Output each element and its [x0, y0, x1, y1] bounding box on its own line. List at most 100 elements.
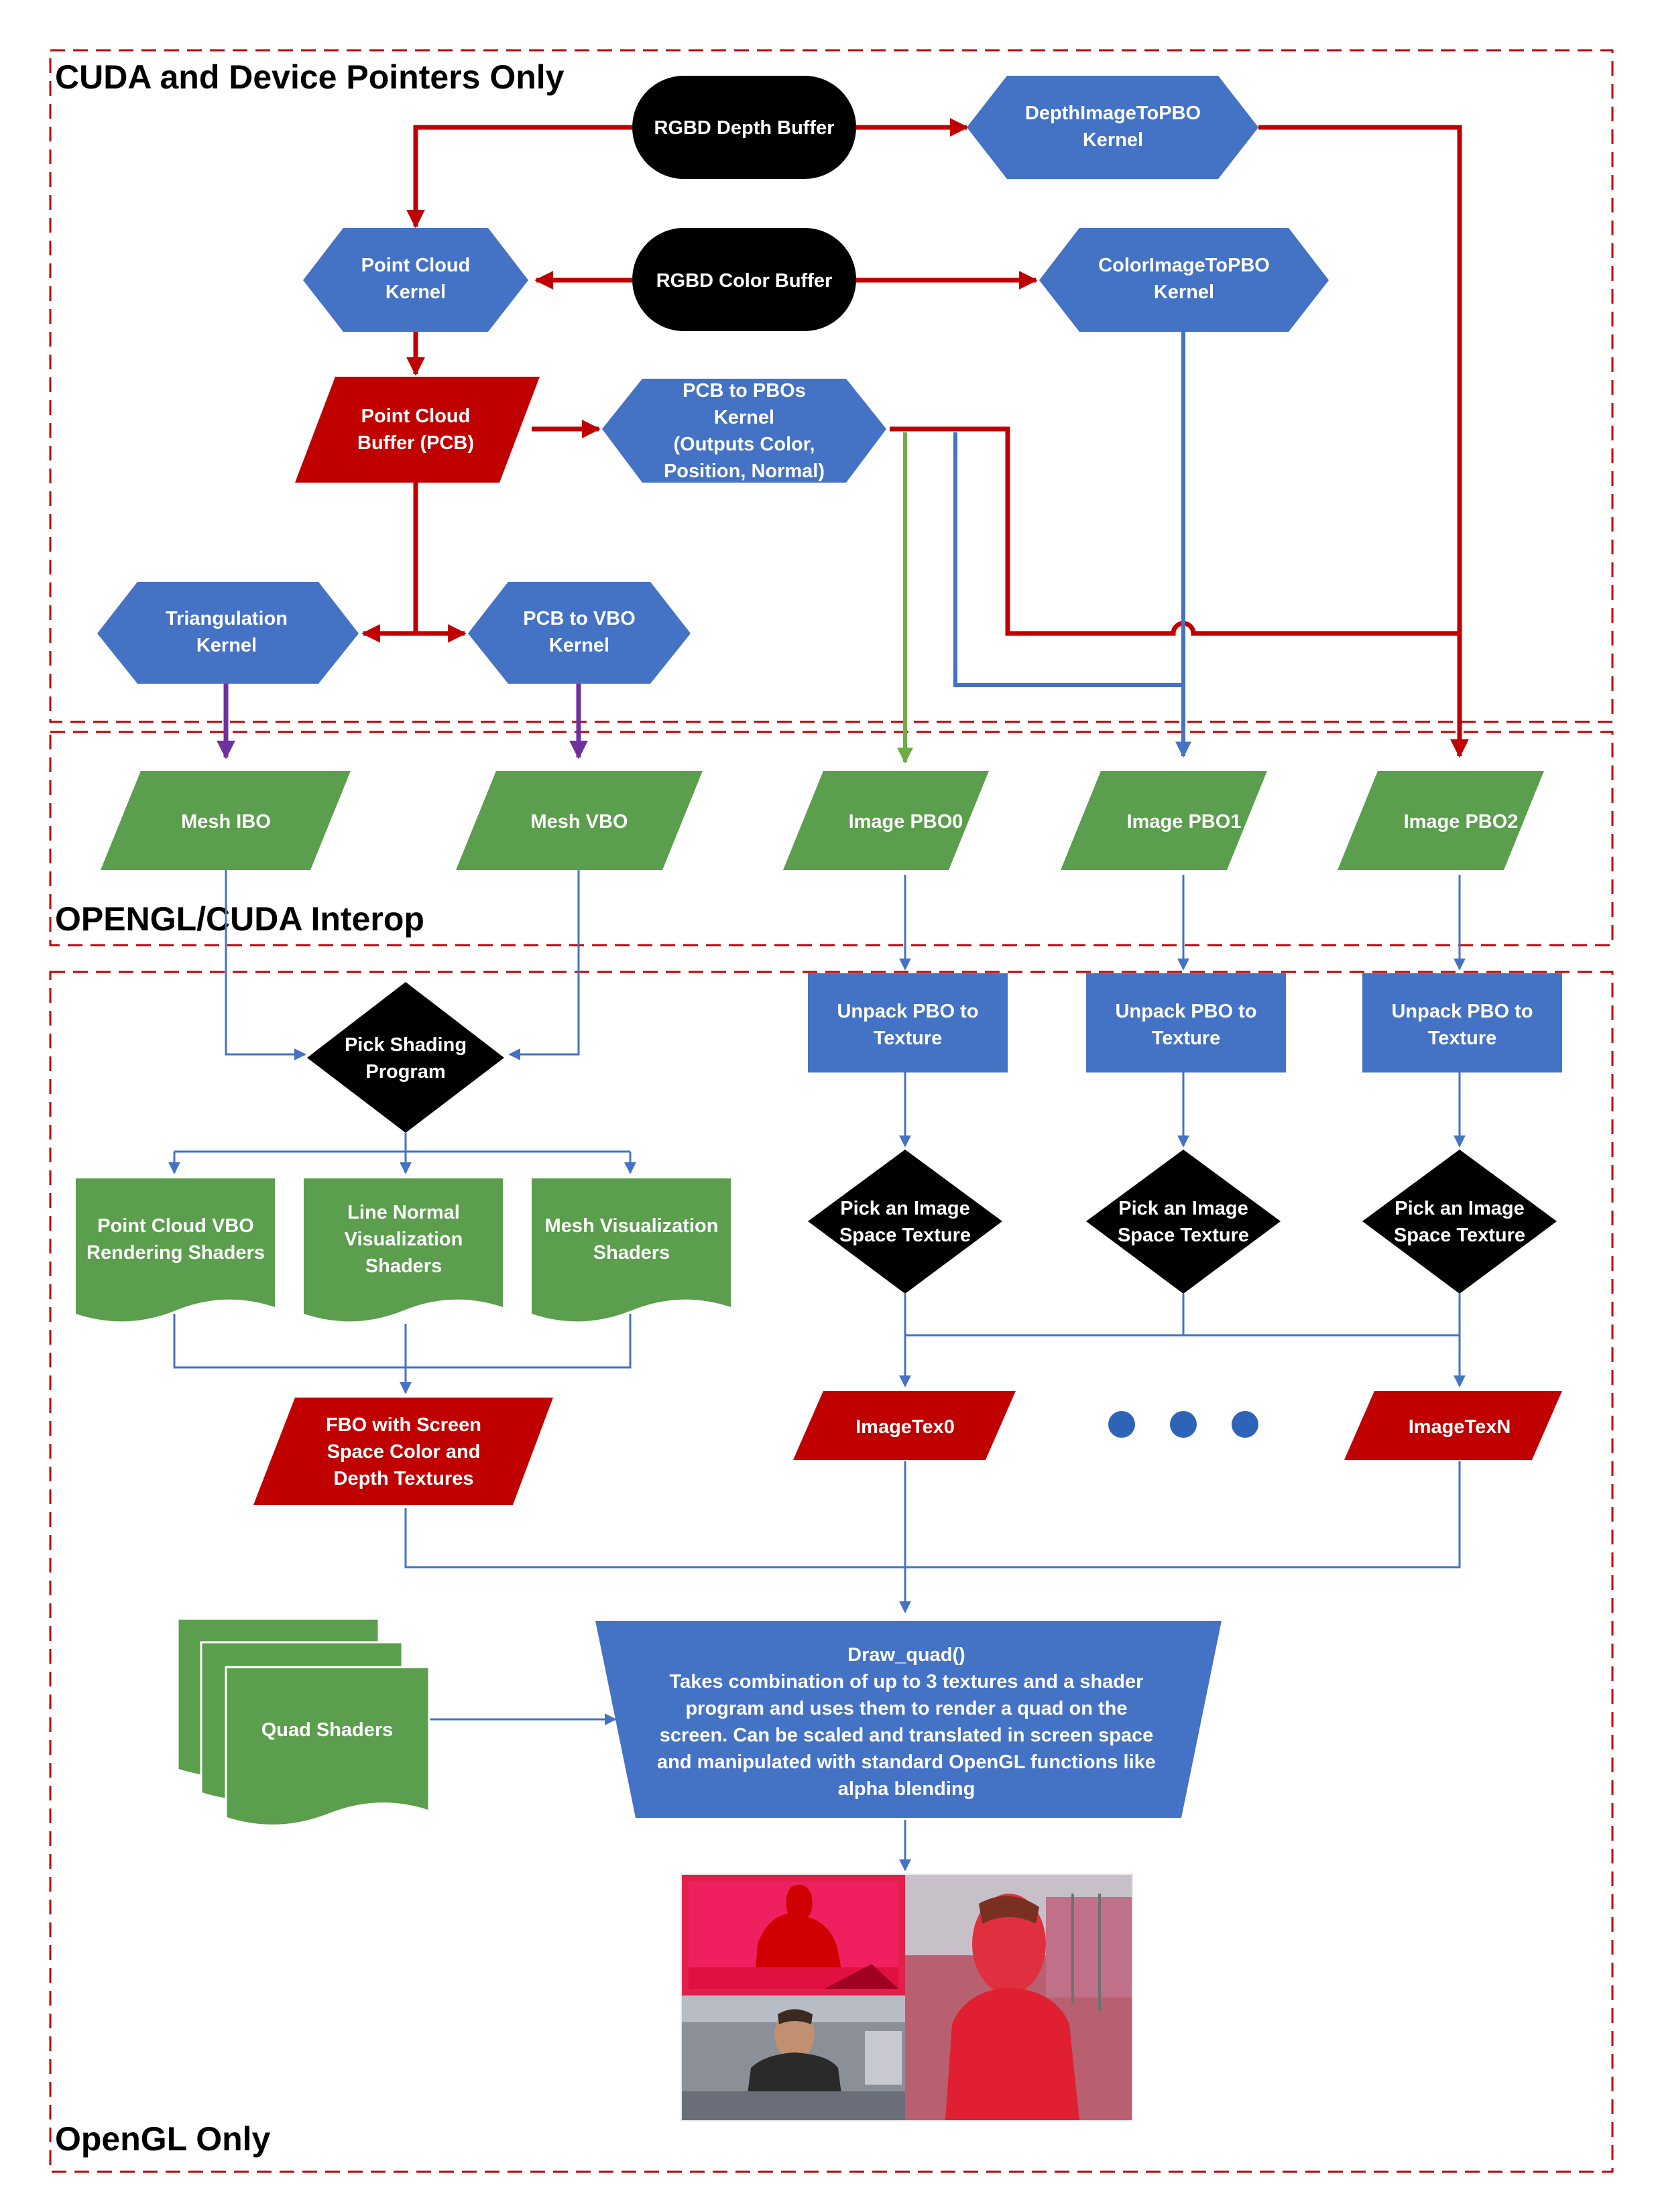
- svg-text:Depth Textures: Depth Textures: [334, 1468, 474, 1489]
- svg-text:program and uses them to rende: program and uses them to render a quad o…: [685, 1698, 1127, 1719]
- svg-text:Kernel: Kernel: [196, 635, 257, 656]
- svg-text:Mesh Visualization: Mesh Visualization: [545, 1215, 719, 1237]
- svg-text:Point Cloud: Point Cloud: [361, 255, 471, 276]
- depth-kernel-to-pbo2-arrow: [1258, 125, 1469, 758]
- ibo-to-pick-shading-arrow: [225, 870, 306, 1060]
- svg-text:Line Normal: Line Normal: [347, 1202, 460, 1223]
- svg-text:Space Texture: Space Texture: [1118, 1225, 1249, 1246]
- svg-text:Pick an Image: Pick an Image: [840, 1198, 969, 1219]
- image-tex-n: ImageTexN: [1344, 1391, 1562, 1460]
- section-title-opengl: OpenGL Only: [55, 2120, 271, 2158]
- svg-text:Unpack PBO to: Unpack PBO to: [1391, 1001, 1533, 1022]
- image-pbo0: Image PBO0: [783, 771, 989, 870]
- svg-text:Shaders: Shaders: [593, 1242, 670, 1264]
- svg-text:Triangulation: Triangulation: [166, 608, 288, 629]
- svg-text:Quad Shaders: Quad Shaders: [261, 1719, 394, 1741]
- svg-text:and manipulated with standard: and manipulated with standard OpenGL fun…: [657, 1752, 1156, 1773]
- depth-image-to-pbo-kernel: DepthImageToPBO Kernel: [967, 76, 1258, 179]
- unpack-pbo1-to-texture: Unpack PBO to Texture: [1086, 973, 1286, 1072]
- svg-text:Unpack PBO to: Unpack PBO to: [837, 1001, 978, 1022]
- section-title-interop: OPENGL/CUDA Interop: [55, 900, 424, 938]
- svg-text:PCB to VBO: PCB to VBO: [523, 608, 636, 629]
- pbos-kernel-to-pbo2-line: [890, 426, 1460, 636]
- pcb-to-vbo-kernel: PCB to VBO Kernel: [468, 582, 691, 684]
- svg-text:Space Texture: Space Texture: [839, 1225, 971, 1246]
- svg-text:Pick an Image: Pick an Image: [1118, 1198, 1248, 1219]
- interop-section-frame: [49, 731, 1614, 946]
- svg-text:Space Color and: Space Color and: [327, 1441, 481, 1463]
- svg-text:RGBD Depth Buffer: RGBD Depth Buffer: [654, 117, 834, 139]
- depth-view-image: [682, 1875, 905, 1995]
- line-normal-shaders: Line Normal Visualization Shaders: [304, 1178, 503, 1322]
- svg-text:Program: Program: [365, 1061, 445, 1083]
- mesh-visualization-shaders: Mesh Visualization Shaders: [532, 1178, 731, 1322]
- quad-shaders-stack: Quad Shaders: [176, 1617, 430, 1827]
- svg-text:Texture: Texture: [874, 1028, 943, 1049]
- svg-text:Mesh IBO: Mesh IBO: [181, 811, 271, 833]
- color-view-image: [682, 1995, 905, 2120]
- depth-to-pc-kernel-arrow: [406, 125, 632, 229]
- vbo-to-pick-shading-arrow: [508, 870, 580, 1060]
- svg-text:Takes combination of up to 3 t: Takes combination of up to 3 textures an…: [670, 1671, 1144, 1693]
- pick-image-texture-decision-1: Pick an Image Space Texture: [1086, 1150, 1281, 1294]
- triangulation-kernel: Triangulation Kernel: [97, 582, 359, 684]
- image-tex-0: ImageTex0: [793, 1391, 1016, 1460]
- ellipsis-dots: [1108, 1411, 1258, 1438]
- svg-text:Kernel: Kernel: [386, 282, 446, 303]
- svg-text:Position, Normal): Position, Normal): [664, 460, 825, 482]
- rendered-output-screenshot: [681, 1873, 1133, 2122]
- svg-text:Space Texture: Space Texture: [1394, 1225, 1525, 1246]
- svg-text:RGBD Color Buffer: RGBD Color Buffer: [656, 270, 833, 292]
- shaders-merge-line: [173, 1314, 632, 1369]
- pick-shading-program-decision: Pick Shading Program: [307, 982, 504, 1133]
- section-title-cuda: CUDA and Device Pointers Only: [55, 58, 565, 96]
- pbos-kernel-to-pbo1-line: [953, 432, 1183, 687]
- svg-text:Image PBO2: Image PBO2: [1404, 811, 1519, 833]
- opengl-section-frame: [49, 971, 1614, 2173]
- svg-text:Kernel: Kernel: [714, 407, 774, 428]
- svg-text:Shaders: Shaders: [365, 1255, 442, 1277]
- point-cloud-vbo-shaders: Point Cloud VBO Rendering Shaders: [76, 1178, 275, 1322]
- pick-image-texture-decision-0: Pick an Image Space Texture: [808, 1150, 1002, 1294]
- rgbd-depth-buffer: RGBD Depth Buffer: [632, 76, 856, 179]
- svg-text:FBO with Screen: FBO with Screen: [326, 1414, 481, 1436]
- point-cloud-buffer: Point Cloud Buffer (PCB): [295, 377, 540, 483]
- svg-text:Kernel: Kernel: [1154, 282, 1214, 303]
- svg-text:Pick an Image: Pick an Image: [1395, 1198, 1524, 1219]
- point-cloud-kernel: Point Cloud Kernel: [303, 228, 528, 332]
- svg-text:alpha blending: alpha blending: [838, 1778, 975, 1800]
- textures-merge-line: [404, 1461, 1461, 1569]
- svg-text:Visualization: Visualization: [345, 1229, 463, 1250]
- svg-text:Buffer (PCB): Buffer (PCB): [357, 432, 474, 454]
- svg-text:Point Cloud: Point Cloud: [361, 406, 471, 427]
- svg-text:Texture: Texture: [1152, 1028, 1221, 1049]
- svg-text:ColorImageToPBO: ColorImageToPBO: [1098, 255, 1270, 276]
- svg-text:Mesh VBO: Mesh VBO: [530, 811, 628, 833]
- svg-text:ImageTexN: ImageTexN: [1409, 1416, 1511, 1438]
- svg-text:Rendering Shaders: Rendering Shaders: [86, 1242, 265, 1264]
- svg-text:Point Cloud VBO: Point Cloud VBO: [97, 1215, 254, 1237]
- fbo-screen-space-textures: FBO with Screen Space Color and Depth Te…: [253, 1398, 553, 1505]
- svg-text:PCB to PBOs: PCB to PBOs: [683, 380, 806, 402]
- svg-text:Draw_quad(): Draw_quad(): [847, 1644, 965, 1666]
- color-image-to-pbo-kernel: ColorImageToPBO Kernel: [1039, 228, 1329, 332]
- mesh-vbo: Mesh VBO: [456, 771, 703, 870]
- svg-text:Image PBO0: Image PBO0: [849, 811, 963, 833]
- unpack-pbo0-to-texture: Unpack PBO to Texture: [808, 973, 1008, 1072]
- svg-text:Kernel: Kernel: [1083, 129, 1143, 151]
- unpack-pbo2-to-texture: Unpack PBO to Texture: [1362, 973, 1562, 1072]
- pick-image-texture-decision-2: Pick an Image Space Texture: [1362, 1150, 1557, 1294]
- pcb-to-pbos-kernel: PCB to PBOs Kernel (Outputs Color, Posit…: [602, 379, 886, 483]
- rgbd-color-buffer: RGBD Color Buffer: [632, 228, 856, 331]
- svg-text:Texture: Texture: [1428, 1028, 1497, 1049]
- svg-text:Kernel: Kernel: [549, 635, 609, 656]
- svg-text:Unpack PBO to: Unpack PBO to: [1115, 1001, 1256, 1022]
- svg-text:screen. Can be scaled and tran: screen. Can be scaled and translated in …: [660, 1725, 1154, 1746]
- svg-text:Pick Shading: Pick Shading: [345, 1034, 467, 1056]
- image-pbo2: Image PBO2: [1338, 771, 1544, 870]
- draw-quad-block: Draw_quad() Takes combination of up to 3…: [595, 1621, 1222, 1818]
- svg-text:ImageTex0: ImageTex0: [855, 1416, 955, 1438]
- svg-text:(Outputs Color,: (Outputs Color,: [673, 434, 815, 455]
- mesh-ibo: Mesh IBO: [101, 771, 351, 870]
